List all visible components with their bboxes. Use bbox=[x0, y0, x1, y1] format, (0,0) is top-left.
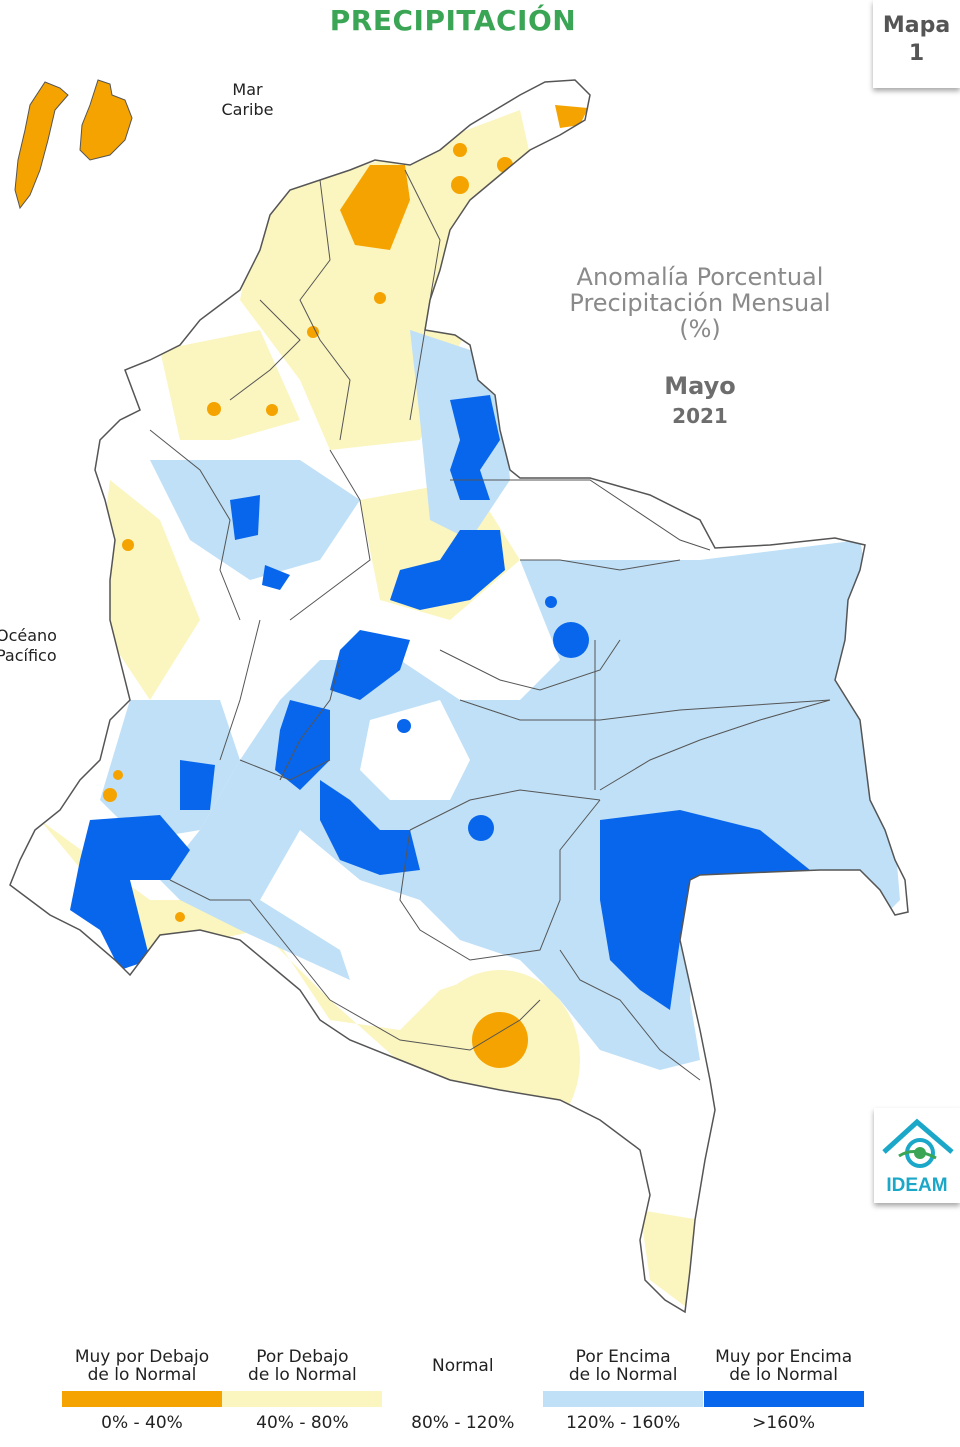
map-badge-line2: 1 bbox=[908, 41, 925, 66]
legend-color-swatch bbox=[703, 1391, 864, 1407]
map-badge-line1: Mapa bbox=[882, 13, 951, 38]
legend-label-line: de lo Normal bbox=[87, 1365, 197, 1385]
ideam-logo-icon bbox=[882, 1118, 954, 1168]
legend-label: Normal bbox=[383, 1345, 543, 1387]
pacific-line1: Océano bbox=[0, 626, 57, 645]
legend-color-swatch bbox=[543, 1391, 704, 1407]
island-providencia bbox=[79, 79, 133, 161]
legend-label-line: Muy por Debajo bbox=[74, 1347, 210, 1367]
ideam-logo: IDEAM bbox=[874, 1108, 960, 1203]
caribbean-line2: Caribe bbox=[221, 100, 274, 119]
caribbean-line1: Mar bbox=[232, 80, 263, 99]
anomaly-title-line3: (%) bbox=[679, 315, 721, 343]
caribbean-sea-label: Mar Caribe bbox=[210, 80, 285, 120]
anomaly-title: Anomalía Porcentual Precipitación Mensua… bbox=[555, 264, 845, 342]
legend-range: >160% bbox=[752, 1413, 816, 1433]
legend-label-line: Muy por Encima bbox=[715, 1347, 853, 1367]
legend-range: 0% - 40% bbox=[101, 1413, 183, 1433]
legend-range: 120% - 160% bbox=[566, 1413, 681, 1433]
pacific-ocean-label: Océano Pacífico bbox=[0, 626, 62, 666]
legend-label-line: Normal bbox=[432, 1356, 494, 1376]
legend-label-line: Por Encima bbox=[575, 1347, 671, 1367]
island-san-andres bbox=[14, 81, 69, 210]
country-outline bbox=[9, 79, 909, 1314]
anomaly-title-line1: Anomalía Porcentual bbox=[576, 263, 824, 291]
map-title: PRECIPITACIÓN bbox=[329, 4, 577, 37]
legend-range: 40% - 80% bbox=[256, 1413, 349, 1433]
pacific-line2: Pacífico bbox=[0, 646, 57, 665]
department-borders bbox=[149, 169, 831, 1081]
legend-label-line: de lo Normal bbox=[568, 1365, 678, 1385]
ideam-logo-text: IDEAM bbox=[886, 1175, 948, 1196]
legend-label-line: de lo Normal bbox=[729, 1365, 838, 1385]
legend-color-swatch bbox=[382, 1391, 543, 1407]
legend-color-swatch bbox=[62, 1391, 222, 1407]
legend-label-line: de lo Normal bbox=[248, 1365, 357, 1385]
year-label: 2021 bbox=[672, 404, 728, 428]
anomaly-title-line2: Precipitación Mensual bbox=[569, 289, 831, 317]
month-label: Mayo bbox=[664, 372, 736, 400]
legend-item: Normal 80% - 120% bbox=[382, 1345, 543, 1433]
map-number-badge: Mapa 1 bbox=[873, 0, 960, 88]
legend-range: 80% - 120% bbox=[411, 1413, 515, 1433]
legend-label-line: Por Debajo bbox=[256, 1347, 349, 1367]
precipitation-anomaly-map bbox=[9, 79, 909, 1314]
legend-color-swatch bbox=[222, 1391, 383, 1407]
